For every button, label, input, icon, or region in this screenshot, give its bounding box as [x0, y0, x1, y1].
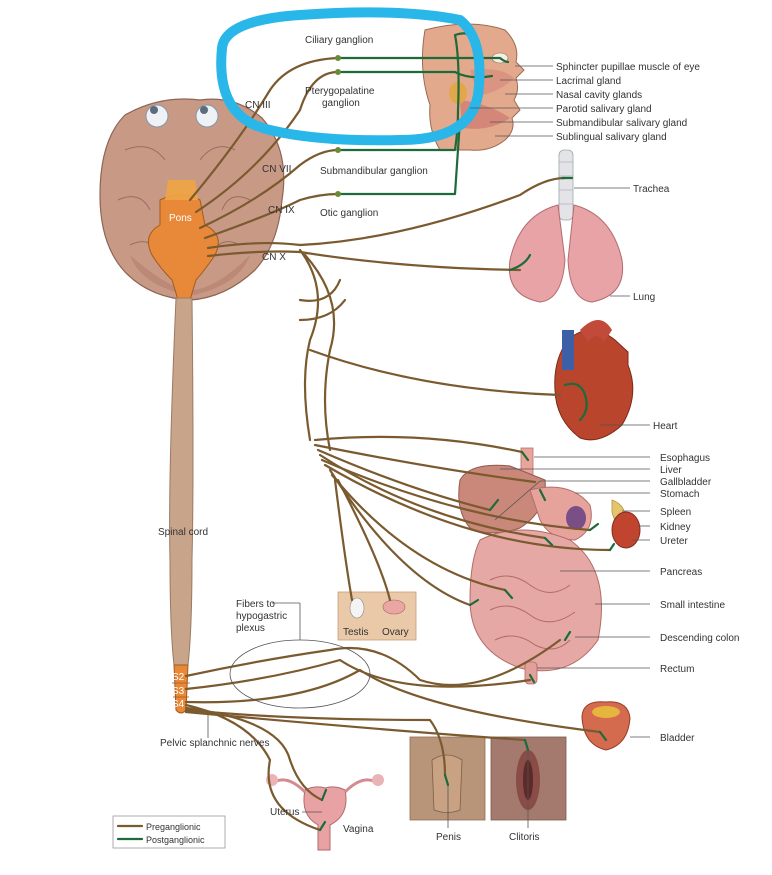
label-spinal-cord: Spinal cord [158, 527, 208, 538]
hypogastric-plexus-outline [229, 639, 371, 709]
label-otic-ganglion: Otic ganglion [320, 208, 378, 219]
preganglionic-fibers [184, 56, 612, 832]
label-vagina: Vagina [343, 824, 374, 835]
right-label-nasal: Nasal cavity glands [556, 90, 642, 101]
spinal-cord [169, 297, 194, 714]
right-label-ureter: Ureter [660, 536, 688, 547]
label-pterygopalatine-2: ganglion [322, 98, 360, 109]
right-label-esophagus: Esophagus [660, 453, 710, 464]
right-label-descending-colon: Descending colon [660, 633, 740, 644]
label-cn9: CN IX [268, 205, 295, 216]
heart [554, 320, 634, 441]
label-pterygopalatine-1: Pterygopalatine [305, 86, 375, 97]
label-penis: Penis [436, 832, 461, 843]
right-label-lacrimal: Lacrimal gland [556, 76, 621, 87]
label-fibers-2: hypogastric [236, 611, 287, 622]
eyeballs [145, 104, 219, 128]
right-label-liver: Liver [660, 465, 682, 476]
label-fibers-1: Fibers to [236, 599, 275, 610]
legend-preganglionic: Preganglionic [146, 822, 201, 832]
label-pelvic-splanchnic: Pelvic splanchnic nerves [160, 738, 270, 749]
label-cn7: CN VII [262, 164, 291, 175]
highlight-annotation [216, 7, 485, 146]
legend: Preganglionic Postganglionic [112, 815, 226, 849]
label-clitoris: Clitoris [509, 832, 540, 843]
right-label-parotid: Parotid salivary gland [556, 104, 652, 115]
lungs [508, 204, 624, 303]
right-label-trachea: Trachea [633, 184, 670, 195]
label-pons: Pons [169, 213, 192, 224]
right-label-gallbladder: Gallbladder [660, 477, 712, 488]
label-ciliary-ganglion: Ciliary ganglion [305, 35, 373, 46]
label-fibers-3: plexus [236, 623, 265, 634]
label-uterus: Uterus [270, 807, 299, 818]
right-label-heart: Heart [653, 421, 678, 432]
legend-postganglionic: Postganglionic [146, 835, 205, 845]
label-cn10: CN X [262, 252, 286, 263]
right-label-rectum: Rectum [660, 664, 694, 675]
ganglia [335, 55, 341, 197]
genital-boxes [409, 736, 567, 821]
label-submandibular-ganglion: Submandibular ganglion [320, 166, 428, 177]
right-label-sphincter: Sphincter pupillae muscle of eye [556, 62, 700, 73]
trachea [558, 149, 574, 221]
label-s2: S2 [172, 672, 185, 683]
right-label-stomach: Stomach [660, 489, 699, 500]
right-label-kidney: Kidney [660, 522, 691, 533]
label-ovary: Ovary [382, 627, 409, 638]
right-label-small-intestine: Small intestine [660, 600, 725, 611]
right-label-pancreas: Pancreas [660, 567, 702, 578]
label-s4: S4 [172, 699, 185, 710]
bladder [581, 701, 631, 751]
label-s3: S3 [172, 686, 185, 697]
uterus-illustration [266, 774, 384, 851]
label-testis: Testis [343, 627, 369, 638]
right-label-bladder: Bladder [660, 733, 695, 744]
leader-lines [207, 65, 650, 828]
brainstem [147, 180, 219, 301]
right-label-spleen: Spleen [660, 507, 691, 518]
labels: Ciliary ganglion CN III Pterygopalatine … [158, 35, 740, 843]
right-label-lung: Lung [633, 292, 655, 303]
right-label-sublingual: Sublingual salivary gland [556, 132, 667, 143]
label-cn3: CN III [245, 100, 271, 111]
right-label-submandibular-gland: Submandibular salivary gland [556, 118, 687, 129]
